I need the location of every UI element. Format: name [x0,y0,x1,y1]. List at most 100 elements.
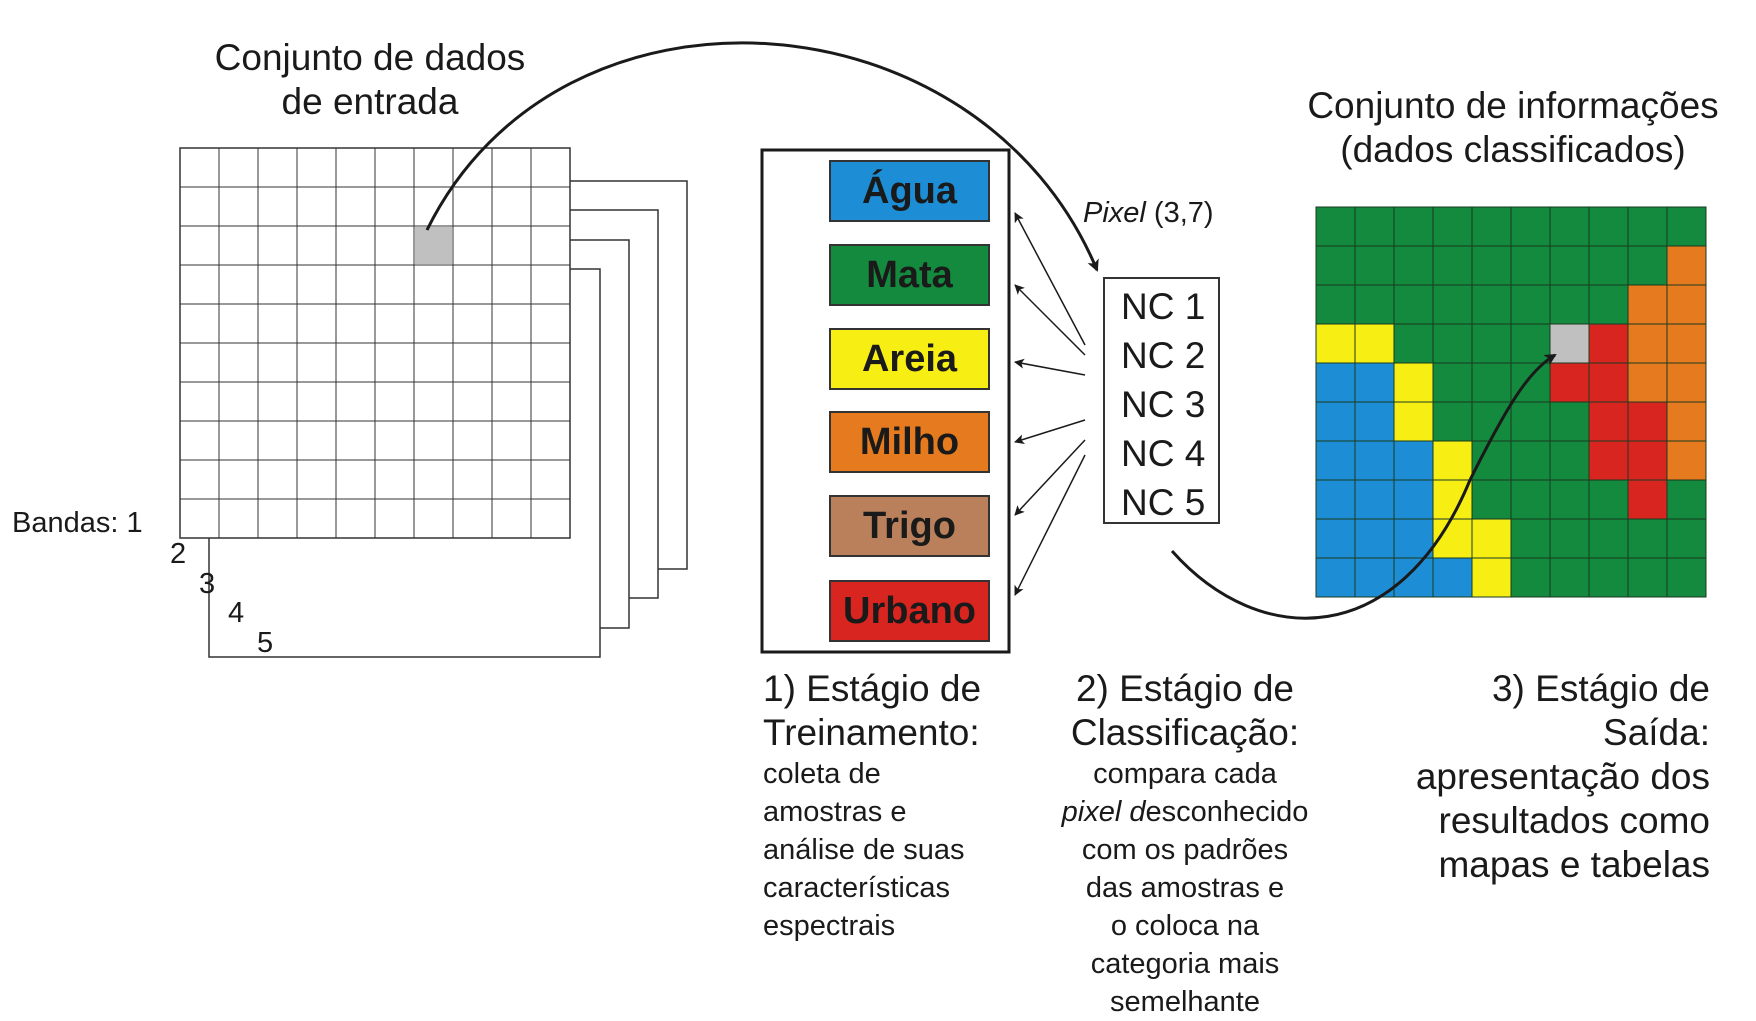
classified-cell [1471,401,1512,442]
bands-label: Bandas: 1 [12,507,143,539]
classified-cell [1666,440,1707,481]
classified-cell [1627,518,1668,559]
stage-classification: 2) Estágio de Classificação: compara cad… [1030,667,1340,1021]
stage-classification-body-5: categoria mais [1090,948,1280,980]
classified-cell [1510,206,1551,247]
classified-cell [1627,323,1668,364]
stage-training-title-line2: Treinamento: [763,712,980,753]
pixel-label: Pixel (3,7) [1083,196,1214,230]
stage-output-title-line1: 3) Estágio de [1491,668,1710,709]
compare-arrow-milho [1014,419,1086,445]
classified-cell [1315,284,1356,325]
classified-cell [1627,284,1668,325]
classified-cell [1354,206,1395,247]
classified-cell [1432,401,1473,442]
classified-cell [1588,245,1629,286]
classified-cell [1627,557,1668,598]
classified-cell [1315,518,1356,559]
classified-cell [1588,401,1629,442]
classified-cell [1471,284,1512,325]
classified-map-grid [1315,206,1707,598]
classified-cell [1549,206,1590,247]
classified-cell [1510,518,1551,559]
classified-cell [1588,518,1629,559]
stage-classification-body-1-rest: esconhecido [1145,796,1309,828]
classified-cell [1549,284,1590,325]
stage-classification-title-line2: Classificação: [1070,712,1300,753]
classified-cell [1315,245,1356,286]
stage-training-body-3: análise de suas [763,834,965,866]
classified-cell [1588,284,1629,325]
classified-cell [1432,362,1473,403]
classified-cell [1549,401,1590,442]
classified-cell [1549,518,1590,559]
classified-cell [1666,557,1707,598]
classified-cell [1354,362,1395,403]
stage-training: 1) Estágio de Treinamento: coleta de amo… [763,667,981,945]
classified-cell [1393,518,1434,559]
classified-cell [1393,323,1434,364]
input-title-line1: Conjunto de dados [214,37,526,78]
classified-cell [1627,440,1668,481]
stage-training-body-2: amostras e [763,796,907,828]
classified-cell [1393,362,1434,403]
classified-cell [1315,440,1356,481]
classified-cell [1549,557,1590,598]
band-number-2: 2 [170,538,187,570]
comparison-arrows [1014,212,1086,596]
nc-2: NC 2 [1121,335,1206,376]
compare-arrow-urbano [1014,454,1086,596]
stage-classification-body-3: das amostras e [1085,872,1285,904]
classified-cell [1549,479,1590,520]
class-urbano: Urbano [829,580,990,642]
classified-cell [1471,245,1512,286]
classified-cell [1393,401,1434,442]
stage-classification-body-1: pixel desconhecido [1030,793,1340,831]
classified-cell [1315,362,1356,403]
output-title: Conjunto de informações (dados classific… [1283,84,1743,172]
classified-cell [1354,323,1395,364]
classified-cell [1510,401,1551,442]
classified-cell [1666,206,1707,247]
classified-cell [1549,362,1590,403]
input-data-grid [179,147,571,539]
training-box [760,148,1011,654]
nc-5: NC 5 [1121,482,1206,523]
stage-output-body-2: resultados como [1438,800,1710,841]
classified-cell [1354,518,1395,559]
classified-cell [1666,284,1707,325]
stage-training-body-1: coleta de [763,758,881,790]
compare-arrow-mata [1014,284,1086,356]
classified-cell [1315,323,1356,364]
compare-arrow-areia [1014,358,1086,376]
classified-cell [1471,323,1512,364]
classified-cell [1627,479,1668,520]
classified-cell [1471,479,1512,520]
classified-cell [1549,323,1590,364]
classified-cell [1432,440,1473,481]
classified-cell [1471,557,1512,598]
stage-output-body-3: mapas e tabelas [1438,844,1710,885]
classified-cell [1393,440,1434,481]
classified-cell [1354,401,1395,442]
classified-cell [1432,245,1473,286]
class-milho: Milho [829,411,990,473]
classified-cell [1510,284,1551,325]
classified-cell [1627,362,1668,403]
classified-cell [1510,557,1551,598]
compare-arrow-trigo [1014,439,1086,516]
classified-cell [1666,323,1707,364]
classified-cell [1666,362,1707,403]
classified-cell [1666,245,1707,286]
classified-cell [1471,206,1512,247]
band-number-3: 3 [199,568,216,600]
classified-cell [1627,206,1668,247]
stage-classification-body-6: semelhante [1110,986,1260,1018]
classified-cell [1588,362,1629,403]
classified-cell [1393,479,1434,520]
selected-pixel [415,227,452,264]
class-mata: Mata [829,244,990,306]
classified-cell [1315,206,1356,247]
classified-cell [1588,323,1629,364]
